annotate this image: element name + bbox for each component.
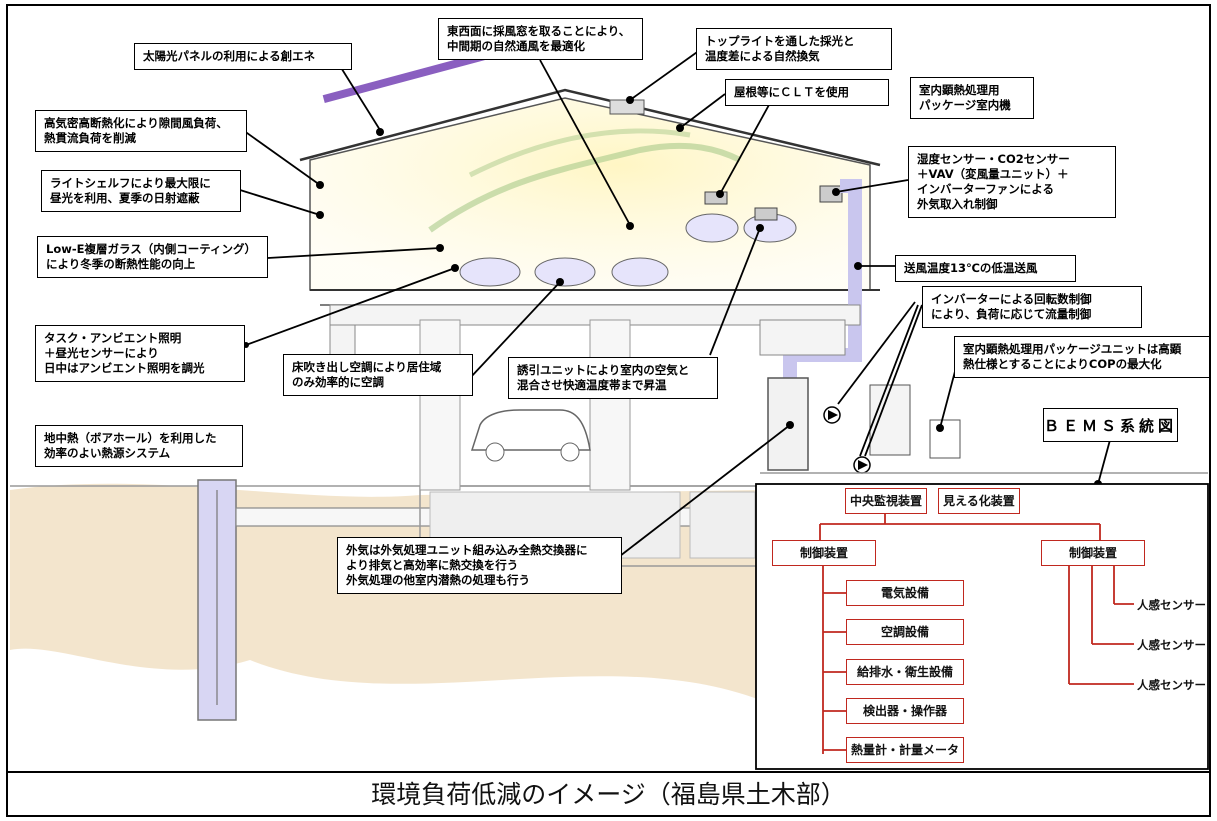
roof: [299, 88, 881, 167]
supply-duct: [783, 179, 862, 380]
label-sensors: 湿度センサー・CO2センサー ＋VAV（変風量ユニット）＋ インバーターファンに…: [908, 146, 1116, 218]
bems-visualizer: 見える化装置: [938, 488, 1020, 514]
bems-item-detector: 検出器・操作器: [846, 698, 964, 724]
bems-item-electric: 電気設備: [846, 580, 964, 606]
bems-item-plumbing: 給排水・衛生設備: [846, 659, 964, 685]
bems-sensor-1: 人感センサー: [1137, 598, 1206, 612]
label-insulation: 高気密高断熱化により隙間風負荷、 熱貫流負荷を削減: [35, 110, 247, 152]
leader-lines: [239, 49, 1111, 557]
label-toplight: トップライトを通した採光と 温度差による自然換気: [696, 28, 892, 70]
bems-item-meter: 熱量計・計量メータ: [846, 737, 964, 763]
label-floor-air: 床吹き出し空調により居住域 のみ効率的に空調: [283, 354, 473, 396]
bems-panel: [755, 483, 1209, 770]
bems-sensor-2: 人感センサー: [1137, 638, 1206, 652]
bems-control-right: 制御装置: [1041, 540, 1145, 566]
label-clt: 屋根等にＣＬＴを使用: [725, 79, 889, 106]
bems-central-monitor: 中央監視装置: [845, 488, 927, 514]
label-solar: 太陽光パネルの利用による創エネ: [134, 43, 352, 70]
outdoor-air-unit: [767, 377, 809, 471]
bems-item-hvac: 空調設備: [846, 619, 964, 645]
caption-divider: [6, 771, 1211, 773]
label-lightshelf: ライトシェルフにより最大限に 昼光を利用、夏季の日射遮蔽: [41, 170, 241, 212]
figure-caption: 環境負荷低減のイメージ（福島県土木部）: [371, 780, 846, 809]
label-geothermal: 地中熱（ボアホール）を利用した 効率のよい熱源システム: [35, 425, 243, 467]
label-package-unit: 室内顕熱処理用パッケージユニットは高顕 熱仕様とすることによりCOPの最大化: [954, 336, 1210, 378]
label-inverter: インバーターによる回転数制御 により、負荷に応じて流量制御: [922, 286, 1142, 328]
label-indoor-unit: 室内顕熱処理用 パッケージ室内機: [910, 77, 1034, 119]
bems-connectors: [819, 512, 1134, 754]
bems-control-left: 制御装置: [772, 540, 876, 566]
bems-title: ＢＥＭＳ系統図: [1043, 408, 1178, 442]
label-induction: 誘引ユニットにより室内の空気と 混合させ快適温度帯まで昇温: [508, 357, 718, 399]
car: [470, 409, 591, 451]
bems-sensor-3: 人感センサー: [1137, 678, 1206, 692]
figure-frame: [6, 4, 1211, 817]
label-ventilation-window: 東西面に採風窓を取ることにより、 中間期の自然通風を最適化: [438, 18, 643, 60]
label-supply-air: 送風温度13℃の低温送風: [895, 255, 1076, 282]
label-outdoor-air: 外気は外気処理ユニット組み込み全熱交換器に より排気と高効率に熱交換を行う 外気…: [337, 537, 622, 594]
label-lowe-glass: Low-E複層ガラス（内側コーティング） により冬季の断熱性能の向上: [37, 236, 268, 278]
label-task-lighting: タスク・アンビエント照明 ＋昼光センサーにより 日中はアンビエント照明を調光: [35, 325, 245, 382]
